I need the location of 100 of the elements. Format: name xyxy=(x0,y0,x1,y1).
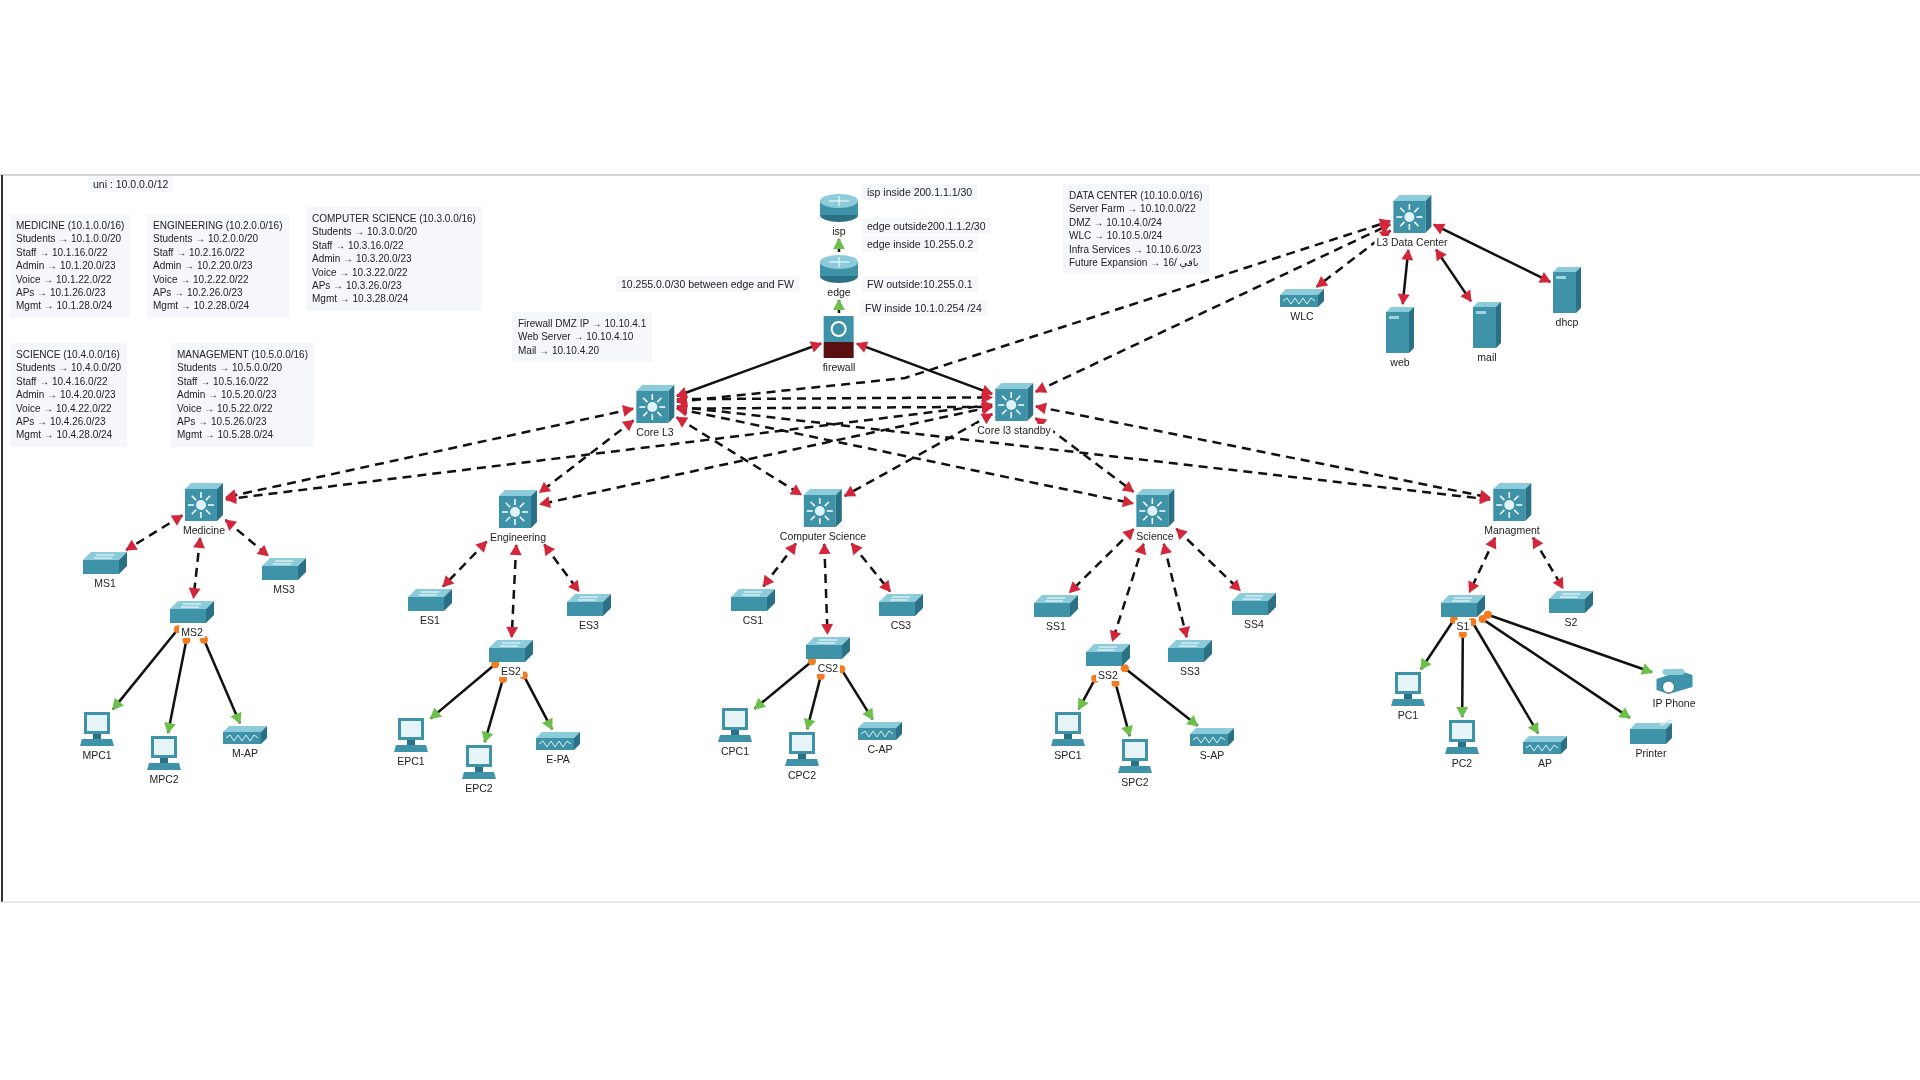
device-label: CS3 xyxy=(888,619,914,631)
dashed-cable xyxy=(1468,536,1497,594)
subnet-line: Students → 10.3.0.0/20 xyxy=(312,225,419,239)
box-heading: MEDICINE (10.1.0.0/16) xyxy=(16,219,125,233)
device-label: Managment xyxy=(1482,524,1542,536)
dashed-cable xyxy=(1532,536,1564,590)
device-label: MPC1 xyxy=(80,749,114,761)
device-label: EPC1 xyxy=(395,755,427,767)
device-label: CS2 xyxy=(815,662,841,674)
dashed-cable xyxy=(543,543,580,593)
subnet-line: Mail → 10.10.4.20 xyxy=(518,343,601,358)
cable xyxy=(1468,618,1540,735)
dashed-cable xyxy=(762,542,797,588)
subnet-line: Admin → 10.3.20.0/23 xyxy=(312,252,413,266)
device-label: M-AP xyxy=(229,747,261,759)
cable xyxy=(1435,248,1472,302)
box-heading: COMPUTER SCIENCE (10.3.0.0/16) xyxy=(312,212,476,226)
subnet-line: Voice → 10.3.22.0/22 xyxy=(312,265,409,280)
device-label: SPC2 xyxy=(1119,776,1151,788)
subnet-line: Mgmt → 10.3.28.0/24 xyxy=(312,292,410,306)
dashed-cable xyxy=(225,405,634,501)
dashed-cable xyxy=(506,544,522,638)
subnet-line: Voice → 10.2.22.0/22 xyxy=(153,272,250,287)
dashed-cable xyxy=(1175,527,1242,592)
annotation-text: FW outside:10.255.0.1 xyxy=(862,276,978,292)
subnet-line: Admin → 10.1.20.0/23 xyxy=(16,259,117,273)
subnet-line: Voice → 10.4.22.0/22 xyxy=(16,401,113,416)
device-label: S1 xyxy=(1454,620,1472,632)
subnet-line: Admin → 10.4.20.0/23 xyxy=(16,388,117,402)
device-label: CPC2 xyxy=(786,769,818,781)
subnet-line: Mgmt → 10.4.28.0/24 xyxy=(16,428,114,442)
dashed-cable xyxy=(676,218,1392,407)
device-label: dhcp xyxy=(1553,316,1581,328)
cable xyxy=(481,674,507,744)
device-label: Science xyxy=(1134,530,1176,542)
dashed-cable xyxy=(224,519,269,557)
device-label: E-PA xyxy=(544,753,572,765)
cable xyxy=(833,299,845,313)
cable xyxy=(519,671,553,731)
subnet-line: Mgmt → 10.5.28.0/24 xyxy=(177,428,275,442)
cable xyxy=(753,657,816,710)
device-label: MS3 xyxy=(271,583,297,595)
cable xyxy=(837,665,874,721)
dashed-cable xyxy=(1109,542,1147,643)
device-label: L3 Data Center xyxy=(1374,236,1450,248)
cable xyxy=(1478,615,1631,719)
box-heading: Firewall DMZ IP → 10.10.4.1 xyxy=(518,317,647,331)
device-label: SPC1 xyxy=(1052,749,1084,761)
dashed-cable xyxy=(1035,402,1491,502)
cable xyxy=(675,341,823,399)
dashed-cable xyxy=(1160,542,1191,639)
device-label: CPC1 xyxy=(719,745,751,757)
cable xyxy=(200,635,242,725)
device-label: isp xyxy=(830,225,848,237)
device-label: edge xyxy=(825,286,853,298)
device-label: WLC xyxy=(1288,310,1316,322)
cable xyxy=(833,238,845,252)
device-label: SS2 xyxy=(1096,669,1120,681)
subnet-line: APs → 10.5.26.0/23 xyxy=(177,415,268,429)
dashed-cable xyxy=(1068,528,1135,594)
device-label: CS1 xyxy=(740,614,766,626)
annotation-text: edge outside200.1.1.2/30 xyxy=(862,218,991,234)
subnet-line: APs → 10.3.26.0/23 xyxy=(312,279,403,293)
subnet-line: Students → 10.4.0.0/20 xyxy=(16,361,122,375)
subnet-line: Students → 10.1.0.0/20 xyxy=(16,232,123,246)
cable xyxy=(1397,249,1414,305)
dashed-cable xyxy=(1034,417,1135,493)
subnet-line: Mgmt → 10.1.28.0/24 xyxy=(16,299,114,313)
cable xyxy=(1456,630,1469,718)
device-label: ES3 xyxy=(577,619,601,631)
subnet-line: DMZ → 10.10.4.0/24 xyxy=(1069,215,1163,230)
device-label: MS2 xyxy=(179,626,205,638)
subnet-line: Voice → 10.1.22.0/22 xyxy=(16,272,113,287)
device-label: SS3 xyxy=(1178,665,1202,677)
device-label: S2 xyxy=(1562,616,1580,628)
cable xyxy=(1483,610,1654,675)
dashed-cable xyxy=(676,404,1134,508)
device-label: Printer xyxy=(1633,747,1669,759)
device-label: Core l3 standby xyxy=(975,424,1053,436)
dashed-cable xyxy=(188,537,205,599)
device-label: firewall xyxy=(820,361,858,373)
device-label: web xyxy=(1388,356,1412,368)
device-label: ES1 xyxy=(418,614,442,626)
subnet-line: Web Server → 10.10.4.10 xyxy=(518,330,635,344)
device-label: IP Phone xyxy=(1650,697,1698,709)
dashed-cable xyxy=(1315,229,1392,288)
subnet-line: Staff → 10.2.16.0/22 xyxy=(153,245,246,260)
annotation-text: FW inside 10.1.0.254 /24 xyxy=(860,300,987,316)
dashed-cable xyxy=(818,543,834,635)
annotation-text: uni : 10.0.0.0/12 xyxy=(88,176,174,192)
device-label: S-AP xyxy=(1197,749,1227,761)
dashed-cable xyxy=(850,542,892,593)
cable xyxy=(1120,664,1199,727)
cable xyxy=(803,671,825,731)
subnet-line: Students → 10.5.0.0/20 xyxy=(177,361,284,375)
dashed-cable xyxy=(843,413,994,497)
subnet-line: APs → 10.2.26.0/23 xyxy=(153,286,244,300)
dashed-cable xyxy=(225,399,993,505)
subnet-line: Admin → 10.5.20.0/23 xyxy=(177,388,278,402)
cable xyxy=(1077,674,1100,711)
